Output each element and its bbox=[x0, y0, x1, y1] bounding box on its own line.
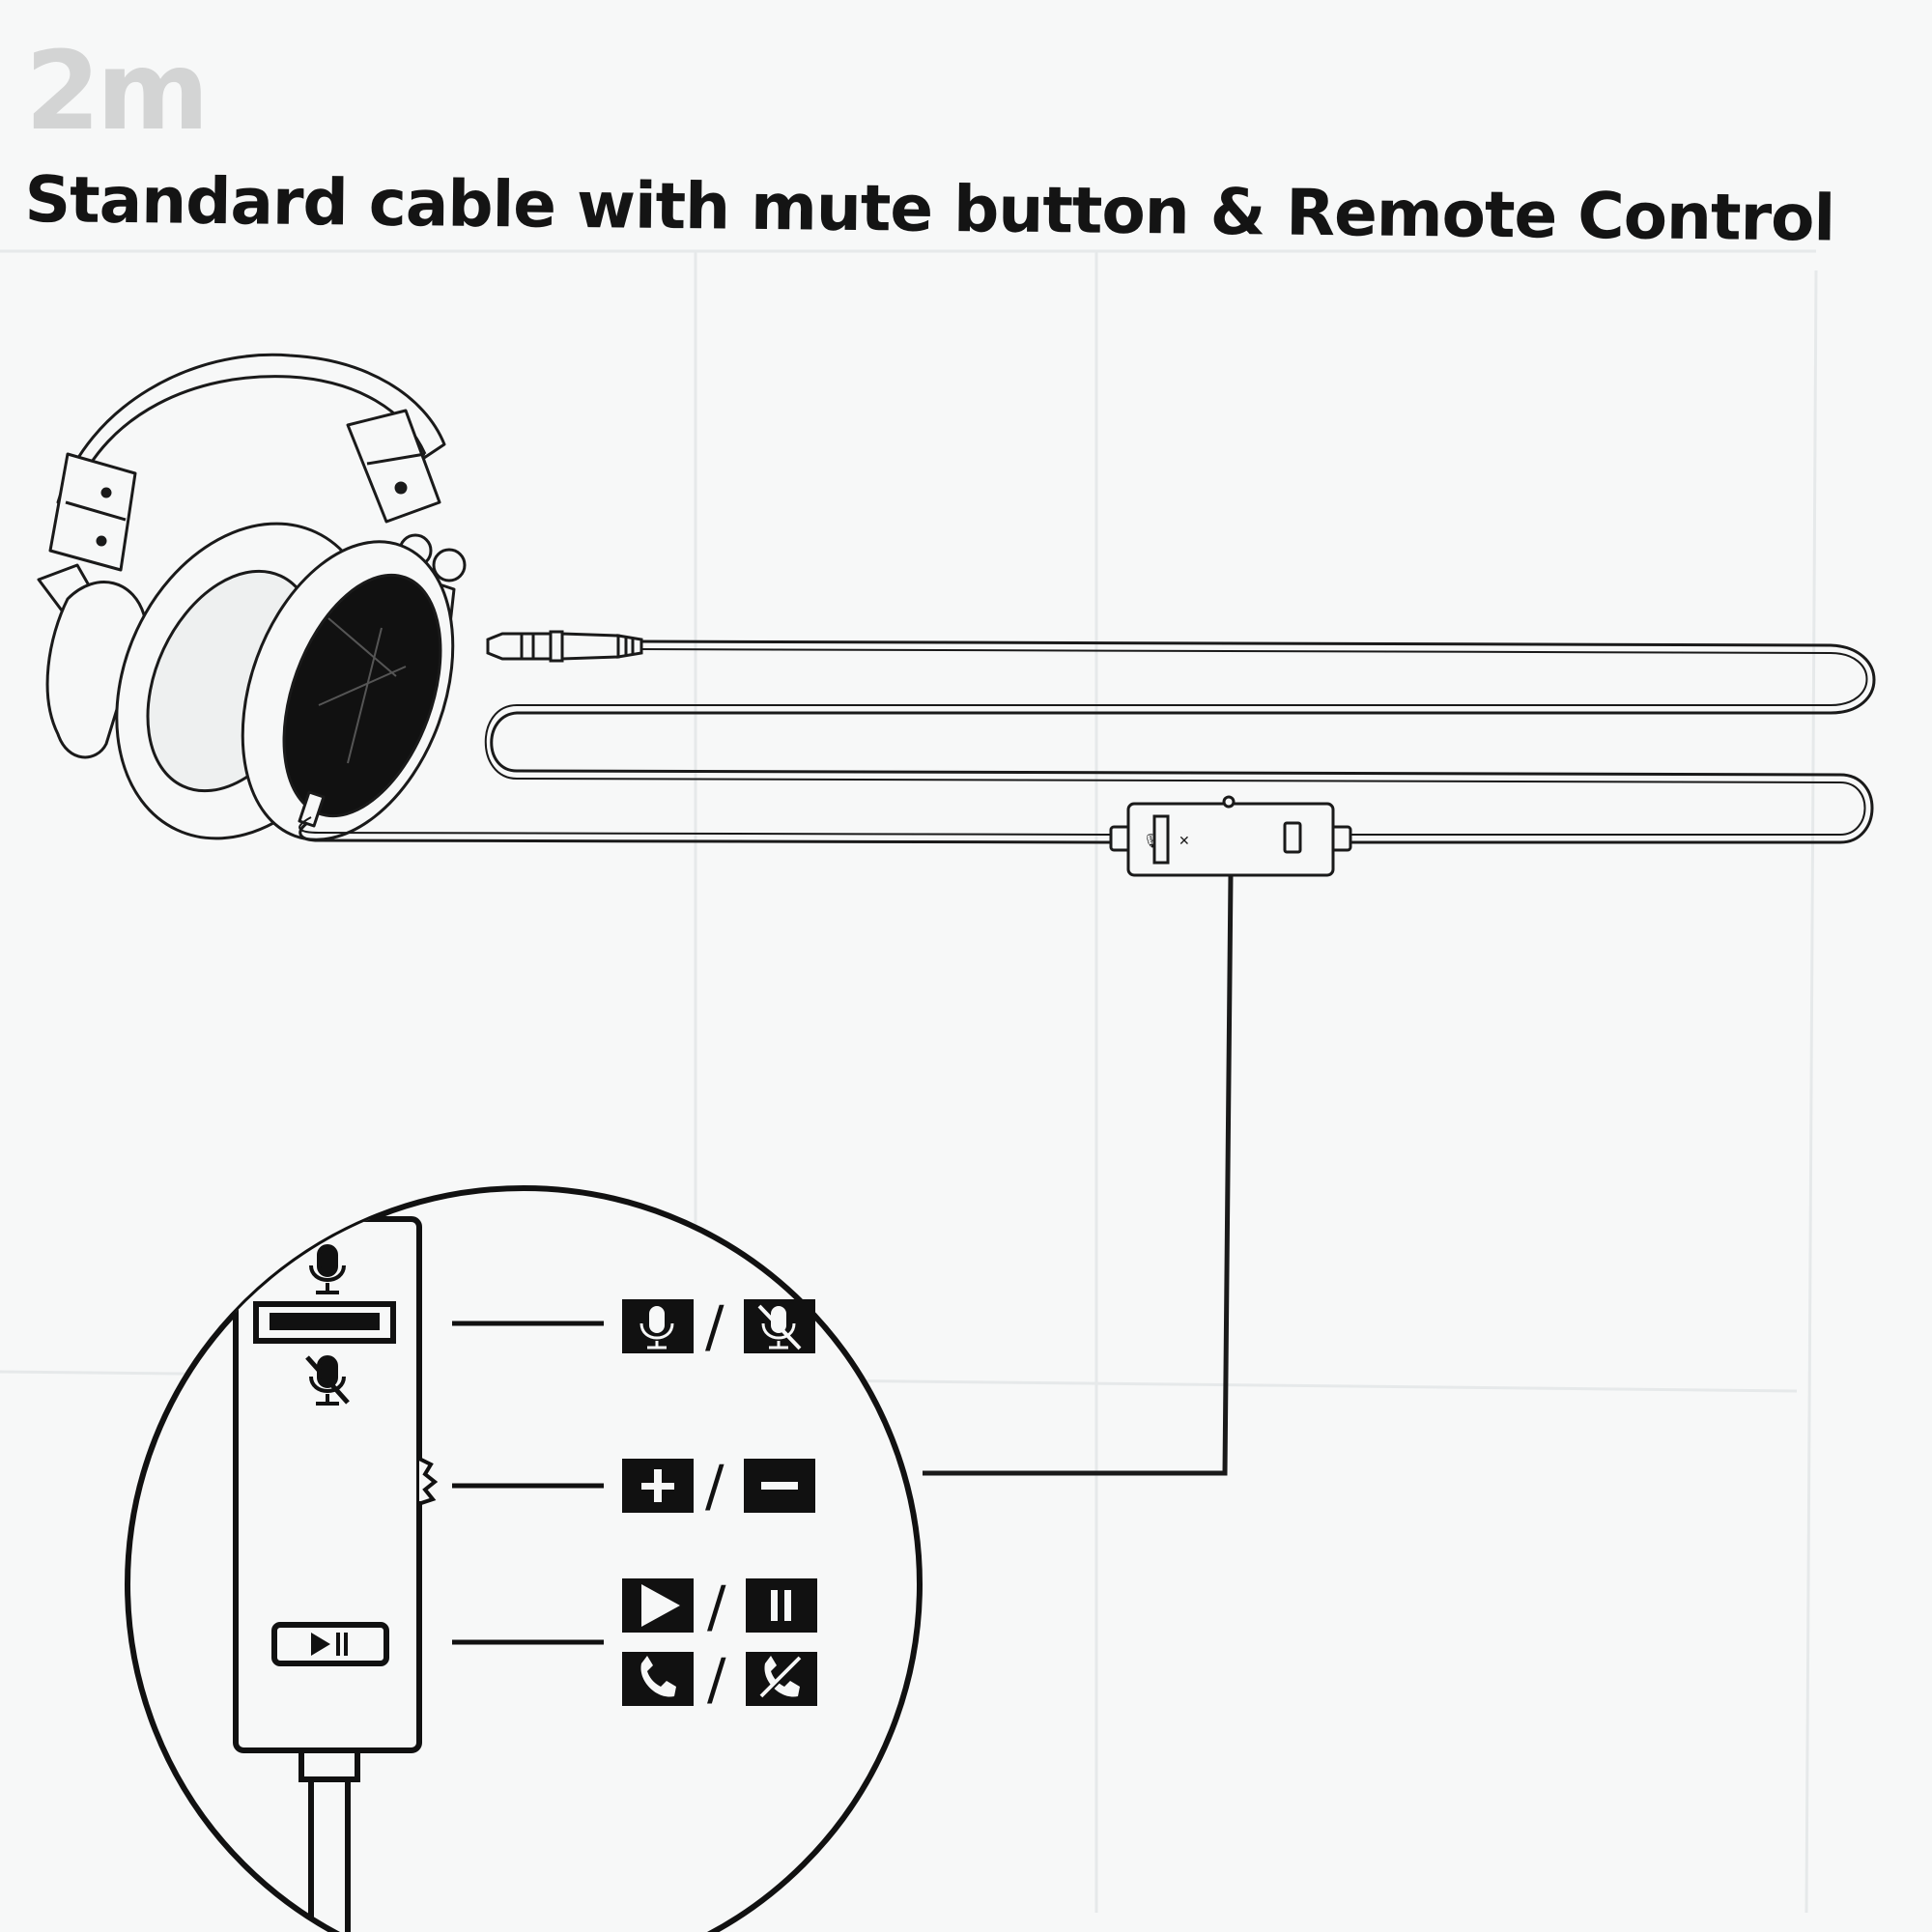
cable-path bbox=[298, 639, 1876, 844]
cable-length-label: 2m bbox=[25, 29, 210, 155]
headphones-icon bbox=[37, 353, 467, 841]
legend-pause-icon bbox=[746, 1578, 817, 1633]
microphone-icon bbox=[309, 1244, 346, 1294]
legend-icons bbox=[622, 1299, 817, 1706]
legend-volume-down-icon bbox=[744, 1459, 815, 1513]
separator-volume: / bbox=[705, 1453, 724, 1519]
separator-call: / bbox=[707, 1646, 726, 1712]
microphone-muted-icon bbox=[305, 1355, 350, 1406]
legend-hangup-icon bbox=[746, 1652, 817, 1706]
legend-mic-on-icon bbox=[622, 1299, 694, 1353]
audio-jack-plug bbox=[486, 630, 643, 663]
remote-mic-icon: 🎙 bbox=[1143, 833, 1160, 849]
legend-volume-up-icon bbox=[622, 1459, 694, 1513]
legend-call-icon bbox=[622, 1652, 694, 1706]
callout-line bbox=[923, 874, 1234, 1476]
leader-lines bbox=[452, 1321, 604, 1645]
legend-mic-off-icon bbox=[744, 1299, 815, 1353]
remote-mute-icon: ✕ bbox=[1179, 834, 1190, 849]
legend-play-icon bbox=[622, 1578, 694, 1633]
legend-separators: / / / / bbox=[705, 1293, 726, 1712]
inline-remote-control: 🎙 ✕ bbox=[1109, 795, 1352, 877]
separator-mic: / bbox=[705, 1293, 724, 1359]
separator-play: / bbox=[707, 1574, 726, 1639]
